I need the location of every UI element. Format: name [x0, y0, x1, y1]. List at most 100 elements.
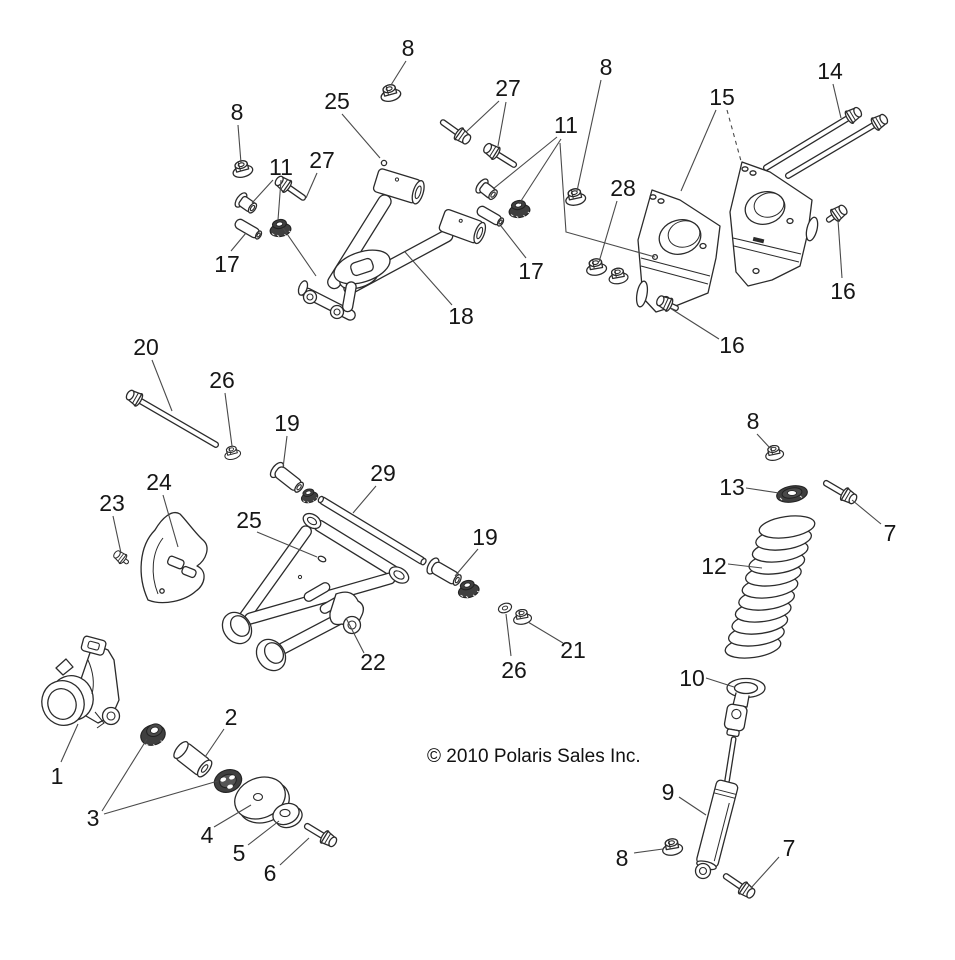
flange-bolt-16-right	[825, 201, 851, 224]
grease-fitting-dot-25-top	[380, 159, 388, 167]
callout-21-28: 21	[560, 637, 586, 663]
leader-line-26	[505, 613, 512, 657]
leader-line-8	[390, 60, 407, 86]
flange-nut-8-spring	[763, 443, 786, 463]
callout-3-34: 3	[87, 805, 100, 831]
callout-18-15: 18	[448, 303, 474, 329]
bolt-27-left	[271, 172, 307, 201]
bolt-27-b	[480, 139, 518, 168]
leader-line-26	[224, 392, 233, 447]
callout-28-12: 28	[610, 175, 636, 201]
leader-line-12	[727, 563, 763, 569]
serrated-nut-19-left	[298, 486, 320, 505]
callout-7-26: 7	[884, 520, 897, 546]
leader-line-8	[633, 848, 664, 854]
hex-bolt-6	[303, 822, 340, 851]
callout-15-5: 15	[709, 84, 735, 110]
leader-line-23	[112, 515, 122, 554]
shock-absorber	[694, 703, 748, 880]
leader-line-7	[750, 856, 780, 889]
callout-14-4: 14	[817, 58, 843, 84]
leader-line-11	[559, 142, 656, 258]
leader-line-11	[277, 179, 282, 221]
diagram-artwork	[41, 81, 891, 902]
leader-line-1	[60, 723, 79, 763]
callout-7-40: 7	[783, 835, 796, 861]
leader-line-29	[352, 485, 377, 514]
serrated-nut-11-right	[506, 198, 532, 220]
flanged-bushing-3b	[213, 769, 243, 793]
callout-17-11: 17	[518, 258, 544, 284]
callout-9-38: 9	[662, 779, 675, 805]
small-bolt-23	[110, 547, 129, 566]
leader-line-7	[851, 499, 882, 525]
leader-line-27	[305, 172, 318, 199]
leader-line-10	[705, 677, 735, 688]
mount-bracket-right	[729, 161, 819, 287]
flange-nut-8-left	[229, 157, 255, 181]
callout-10-30: 10	[679, 665, 705, 691]
callout-8-3: 8	[600, 54, 613, 80]
pivot-bolt-20	[123, 386, 220, 448]
leader-line-2	[204, 728, 225, 758]
flange-nut-28b	[606, 266, 630, 286]
bolt-7-upper	[822, 479, 860, 508]
spacer-tube-17-left	[232, 217, 264, 242]
callout-25-22: 25	[236, 507, 262, 533]
leader-line-3	[103, 780, 219, 815]
leader-line-17	[230, 232, 247, 252]
callout-26-17: 26	[209, 367, 235, 393]
mount-bracket-left	[635, 189, 721, 313]
leader-line-27	[465, 100, 500, 133]
callout-1-32: 1	[51, 763, 64, 789]
pivot-bushing-11-right	[472, 176, 502, 204]
leader-line-25	[256, 531, 318, 558]
callout-27-8: 27	[309, 147, 335, 173]
leader-line-8	[576, 79, 602, 192]
callout-6-37: 6	[264, 860, 277, 886]
callout-27-2: 27	[495, 75, 521, 101]
pivot-bolt-long-b	[784, 110, 891, 179]
leader-line-27	[497, 101, 507, 147]
callout-5-36: 5	[233, 840, 246, 866]
washer-26-right	[496, 600, 514, 616]
spring-retainer-13	[776, 485, 808, 503]
front-upper-a-arm	[297, 168, 487, 321]
leader-line-15	[680, 109, 717, 192]
leader-line-28	[598, 200, 618, 263]
leader-line-21	[527, 621, 564, 644]
leader-line-8	[237, 124, 242, 164]
callout-20-16: 20	[133, 334, 159, 360]
leader-line-6	[279, 837, 310, 866]
leader-line-19	[454, 548, 479, 577]
flange-nut-8-top	[377, 81, 403, 105]
bearing-carrier	[41, 635, 121, 729]
leader-line-25	[341, 113, 381, 159]
sleeve-bushing-19-left	[267, 459, 308, 497]
leader-line-18	[404, 251, 453, 306]
leader-line-22	[345, 617, 365, 654]
callout-8-39: 8	[616, 845, 629, 871]
callout-11-7: 11	[269, 154, 293, 180]
leader-line-4	[213, 804, 252, 828]
leader-line-16	[669, 307, 720, 340]
small-washer-5	[272, 802, 303, 829]
copyright-text: © 2010 Polaris Sales Inc.	[427, 746, 641, 767]
flange-nut-28a	[584, 256, 609, 278]
leader-line-11	[518, 138, 562, 205]
callout-13-25: 13	[719, 474, 745, 500]
rear-a-arm	[221, 512, 410, 672]
leader-line-13	[745, 487, 780, 494]
callout-2-33: 2	[225, 704, 238, 730]
leader-line-5	[247, 820, 280, 846]
spring-seat-10	[726, 677, 766, 708]
callout-8-6: 8	[231, 99, 244, 125]
callout-23-20: 23	[99, 490, 125, 516]
callout-16-14: 16	[719, 332, 745, 358]
bolt-27-a	[439, 119, 474, 148]
leader-line-16	[837, 219, 843, 279]
callout-25-1: 25	[324, 88, 350, 114]
callout-4-35: 4	[201, 822, 214, 848]
